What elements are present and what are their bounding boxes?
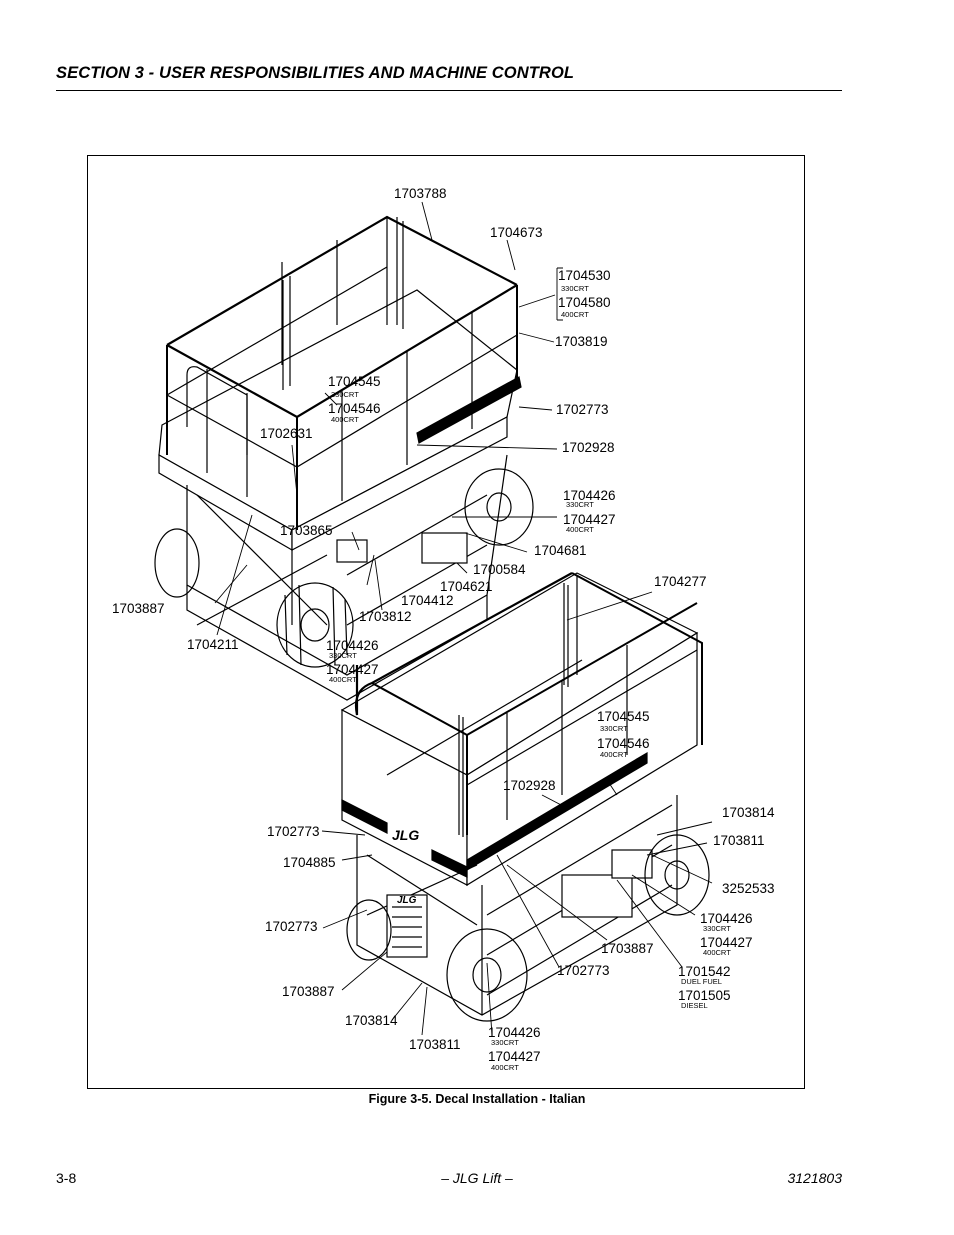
jlg-logo-front: JLG (397, 895, 417, 906)
label-1704545: 1704545 (597, 709, 650, 724)
label-1704427: 1704427 (563, 512, 616, 527)
note-400crt: 400CRT (561, 310, 589, 319)
label-1704426: 1704426 (700, 911, 753, 926)
label-1703865: 1703865 (280, 523, 333, 538)
note-330crt: 330CRT (331, 390, 359, 399)
figure-frame (87, 155, 805, 1089)
label-1703819: 1703819 (555, 334, 608, 349)
label-1702928: 1702928 (562, 440, 615, 455)
page-number: 3-8 (56, 1170, 77, 1186)
label-1702773: 1702773 (267, 824, 320, 839)
label-1704580: 1704580 (558, 295, 611, 310)
note-400crt: 400CRT (329, 675, 357, 684)
label-1704530: 1704530 (558, 268, 611, 283)
label-1703814: 1703814 (345, 1013, 398, 1028)
label-1703887: 1703887 (601, 941, 654, 956)
label-1704427: 1704427 (326, 662, 379, 677)
label-1704546: 1704546 (328, 401, 381, 416)
label-1702773: 1702773 (557, 963, 610, 978)
label-1704427: 1704427 (488, 1049, 541, 1064)
label-1704277: 1704277 (654, 574, 707, 589)
label-1703812: 1703812 (359, 609, 412, 624)
label-1704426: 1704426 (326, 638, 379, 653)
upper-machine (154, 215, 534, 701)
label-1704673: 1704673 (490, 225, 543, 240)
label-1702631: 1702631 (260, 426, 313, 441)
note-330crt: 330CRT (703, 924, 731, 933)
figure-caption: Figure 3-5. Decal Installation - Italian (368, 1092, 586, 1106)
label-1702773: 1702773 (265, 919, 318, 934)
label-1703788: 1703788 (394, 186, 447, 201)
label-1704426: 1704426 (488, 1025, 541, 1040)
label-1703887: 1703887 (112, 601, 165, 616)
note-330crt: 330CRT (566, 500, 594, 509)
jlg-logo-upper: JLG (392, 827, 419, 843)
label-1701505: 1701505 (678, 988, 731, 1003)
label-1703814: 1703814 (722, 805, 775, 820)
note-330crt: 330CRT (329, 651, 357, 660)
note-400crt: 400CRT (600, 750, 628, 759)
label-1703811: 1703811 (409, 1037, 461, 1052)
label-1704412: 1704412 (401, 593, 454, 608)
label-1704426: 1704426 (563, 488, 616, 503)
note-400crt: 400CRT (566, 525, 594, 534)
note-diesel: DIESEL (681, 1001, 708, 1010)
note-400crt: 400CRT (491, 1063, 519, 1072)
label-1704545: 1704545 (328, 374, 381, 389)
label-1701542: 1701542 (678, 964, 731, 979)
label-1700584: 1700584 (473, 562, 526, 577)
lower-machine: JLG JLG (340, 572, 710, 1022)
note-330crt: 330CRT (561, 284, 589, 293)
label-1704427: 1704427 (700, 935, 753, 950)
note-400crt: 400CRT (331, 415, 359, 424)
note-400crt: 400CRT (703, 948, 731, 957)
label-1702773: 1702773 (556, 402, 609, 417)
label-1704681: 1704681 (534, 543, 587, 558)
label-1703887: 1703887 (282, 984, 335, 999)
leader-lines (214, 201, 713, 1036)
label-1704546: 1704546 (597, 736, 650, 751)
label-1704621: 1704621 (440, 579, 493, 594)
label-1703811: 1703811 (713, 833, 765, 848)
section-title: SECTION 3 - USER RESPONSIBILITIES AND MA… (56, 64, 575, 82)
note-duel-fuel: DUEL FUEL (681, 977, 722, 986)
label-1702928: 1702928 (503, 778, 556, 793)
scissor-lift-illustration: JLG JLG (154, 201, 713, 1036)
label-1704885: 1704885 (283, 855, 336, 870)
header-rule (56, 90, 842, 91)
note-330crt: 330CRT (491, 1038, 519, 1047)
label-3252533: 3252533 (722, 881, 775, 896)
footer-title: – JLG Lift – (441, 1170, 513, 1186)
label-1704211: 1704211 (187, 637, 239, 652)
note-330crt: 330CRT (600, 724, 628, 733)
document-number: 3121803 (787, 1170, 842, 1186)
